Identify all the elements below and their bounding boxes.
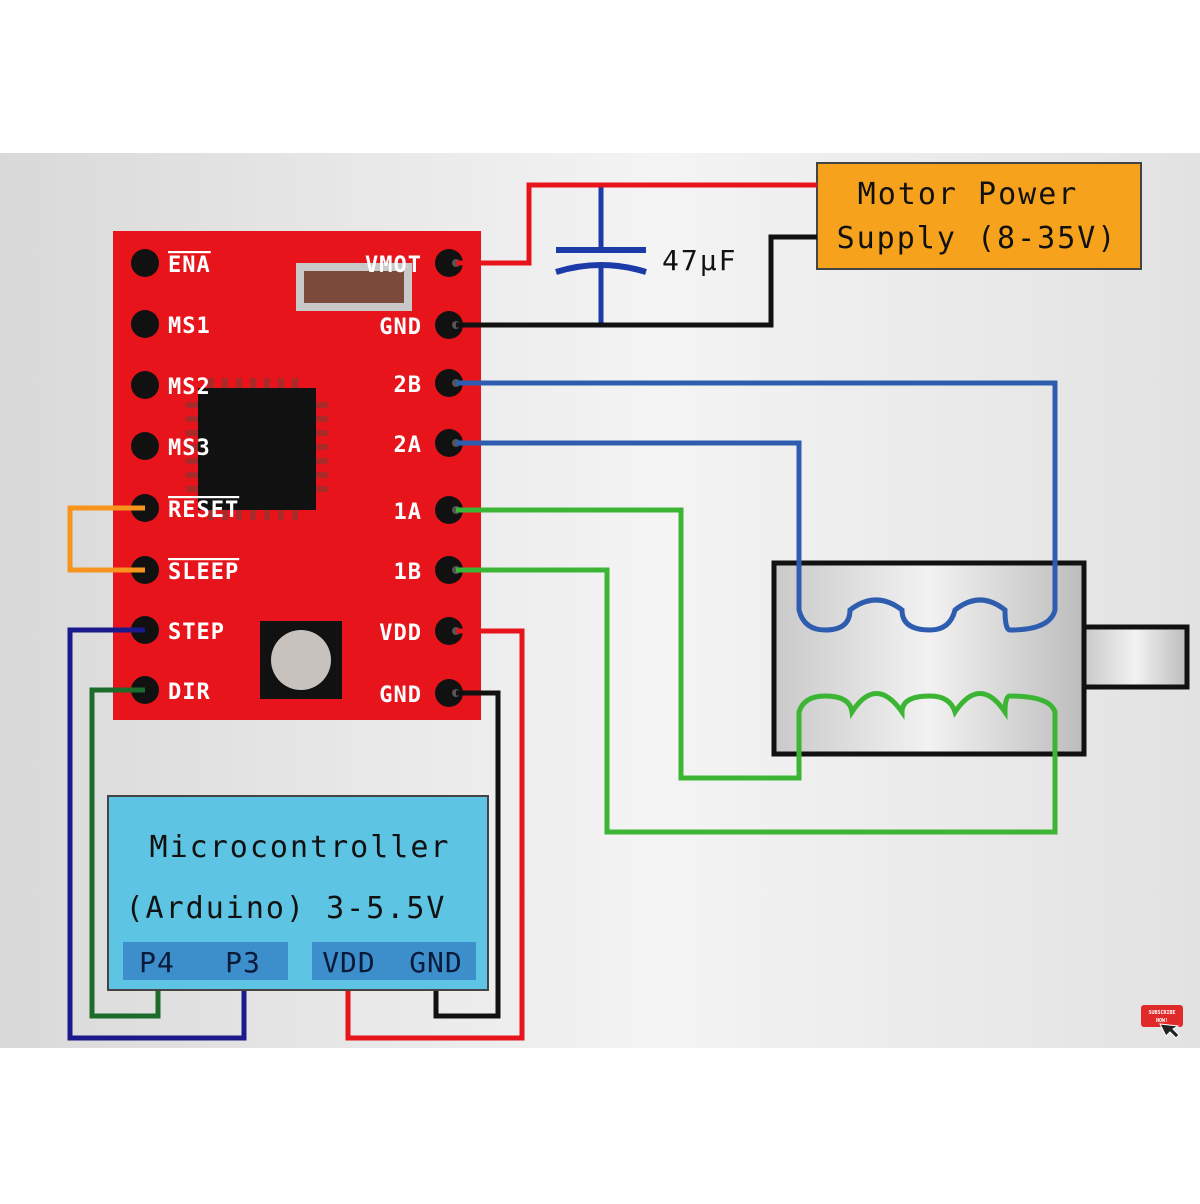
wire-dir	[89, 687, 161, 1019]
pin-label-ms3: MS3	[168, 436, 211, 461]
chip-pins	[186, 378, 328, 520]
microcontroller-subtitle: (Arduino) 3-5.5V	[126, 891, 447, 926]
port-strip-left	[123, 942, 288, 980]
pin-label-r-2b-2: 2B	[394, 373, 423, 398]
pin-dot-r-vdd-6	[435, 617, 463, 645]
pin-dot-r-2a-3	[435, 429, 463, 457]
pin-dot-r-2b-2	[435, 369, 463, 397]
wire-vdd	[345, 628, 525, 1041]
wire-2b	[456, 380, 1058, 633]
pin-dot-ena	[131, 249, 159, 277]
pin-label-r-gnd-1: GND	[379, 315, 422, 340]
coil-b	[824, 597, 1011, 633]
capacitor-label: 47µF	[662, 244, 737, 277]
potentiometer-knob	[271, 630, 331, 690]
port-p4: P4	[139, 946, 175, 979]
wire-vmot-power	[456, 182, 817, 266]
port-vdd: VDD	[322, 946, 376, 979]
pin-label-ena: ENA	[168, 253, 211, 278]
subscribe-badge[interactable]: SUBSCRIBE NOW!	[1141, 1005, 1183, 1039]
power-supply-line2: Supply (8-35V)	[837, 221, 1118, 256]
pin-label-sleep: SLEEP	[168, 560, 239, 585]
resistor	[296, 263, 412, 311]
pin-label-dir: DIR	[168, 680, 211, 705]
power-supply-box	[816, 162, 1142, 270]
pin-label-r-gnd-7: GND	[379, 683, 422, 708]
wire-1b	[456, 567, 1058, 835]
pin-label-step: STEP	[168, 620, 225, 645]
pin-dot-r-1a-4	[435, 496, 463, 524]
pin-dot-r-gnd-7	[435, 679, 463, 707]
port-strip-right	[312, 942, 476, 980]
pin-dot-ms1	[131, 310, 159, 338]
coil-a	[824, 691, 1011, 721]
wire-2a	[456, 440, 826, 633]
wires	[67, 182, 1058, 1041]
pin-dot-ms2	[131, 371, 159, 399]
wire-reset-sleep-loop	[67, 505, 145, 573]
pin-label-r-1b-5: 1B	[394, 560, 423, 585]
capacitor	[555, 186, 647, 323]
motor-body	[771, 560, 1087, 757]
cursor-hand-icon	[1159, 1023, 1180, 1039]
motor-shaft	[1081, 624, 1190, 690]
pin-label-ms1: MS1	[168, 314, 211, 339]
pin-label-ms2: MS2	[168, 375, 211, 400]
pin-label-r-vmot-0: VMOT	[365, 253, 422, 278]
wire-gnd-logic	[433, 690, 501, 1019]
port-p3: P3	[225, 946, 261, 979]
pin-dot-r-gnd-1	[435, 311, 463, 339]
pin-label-r-1a-4: 1A	[394, 500, 423, 525]
port-gnd: GND	[409, 946, 463, 979]
pin-label-reset: RESET	[168, 498, 239, 523]
wire-1a	[456, 507, 826, 781]
driver-chip	[198, 388, 316, 510]
pin-dot-r-vmot-0	[435, 249, 463, 277]
wire-gnd-power	[456, 234, 817, 328]
badge-line2: NOW!	[1156, 1018, 1168, 1024]
pin-dot-r-1b-5	[435, 556, 463, 584]
pin-dot-ms3	[131, 432, 159, 460]
badge-line1: SUBSCRIBE	[1148, 1010, 1175, 1016]
pin-label-r-vdd-6: VDD	[379, 621, 422, 646]
wire-step	[67, 627, 247, 1041]
microcontroller-title: Microcontroller	[150, 830, 451, 865]
power-supply-line1: Motor Power	[858, 177, 1079, 212]
pin-label-r-2a-3: 2A	[394, 433, 423, 458]
